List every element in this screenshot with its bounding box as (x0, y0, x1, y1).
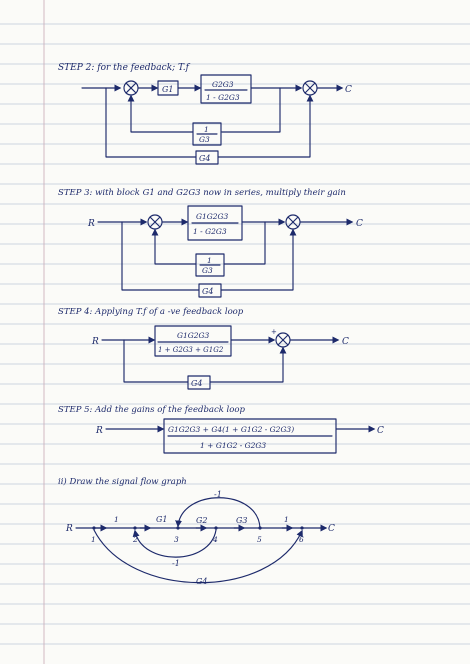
fraction-numerator: G2G3 (212, 80, 234, 89)
block-inverse-g3 (195, 253, 225, 277)
block-fraction (200, 74, 252, 104)
node-label: 4 (212, 535, 218, 544)
node-label: 3 (174, 535, 179, 544)
step5-heading: STEP 5: Add the gains of the feedback lo… (58, 405, 246, 415)
node-label: 6 (299, 535, 304, 544)
feedback-branch-top (175, 497, 261, 529)
step3-heading: STEP 3: with block G1 and G2G3 now in se… (58, 188, 346, 198)
node-label: 1 (91, 535, 96, 544)
input-label: R (87, 219, 95, 229)
node-label: 2 (132, 535, 138, 544)
fraction-numerator: G1G2G3 (196, 212, 229, 221)
block-fraction (163, 418, 337, 454)
fraction-denominator: 1 - G2G3 (193, 227, 227, 236)
feedforward-branch-g4 (93, 529, 303, 584)
feedback-denominator: G3 (199, 135, 210, 144)
branch-gain-g4: G4 (196, 577, 207, 586)
branch-gain-top: -1 (214, 490, 222, 499)
input-label: R (95, 426, 103, 436)
block-fraction (187, 205, 243, 241)
feedback-denominator: G3 (202, 266, 213, 275)
output-label: C (342, 337, 349, 347)
output-label: C (377, 426, 384, 436)
block-inverse-g3 (192, 122, 222, 146)
feedback-numerator: 1 (207, 256, 212, 265)
fraction-numerator: G1G2G3 + G4(1 + G1G2 - G2G3) (168, 425, 294, 434)
output-label: C (345, 85, 352, 95)
block-fraction (154, 325, 232, 357)
step2-section: STEP 2: for the feedback; T.f G1 G2G3 1 … (58, 63, 352, 165)
sfg-heading: ii) Draw the signal flow graph (58, 476, 187, 487)
block-g1-label: G1 (162, 85, 173, 94)
branch-gain-g3: G3 (236, 516, 247, 525)
step3-section: STEP 3: with block G1 and G2G3 now in se… (58, 188, 363, 298)
sfg-node (92, 526, 96, 530)
node-label: 5 (257, 535, 262, 544)
signal-flow-section: ii) Draw the signal flow graph R C 1 2 3… (58, 476, 335, 586)
sfg-node (176, 526, 180, 530)
ruled-lines (0, 23, 470, 645)
branch-gain-bottom: -1 (172, 559, 180, 568)
block-g4-label: G4 (202, 287, 213, 296)
output-label: C (328, 524, 335, 534)
step4-section: STEP 4: Applying T.f of a -ve feedback l… (58, 307, 349, 390)
input-label: R (65, 524, 73, 534)
sfg-node (214, 526, 218, 530)
branch-gain: 1 (114, 515, 119, 524)
branch-gain-g1: G1 (156, 515, 167, 524)
sfg-node (133, 526, 137, 530)
step5-section: STEP 5: Add the gains of the feedback lo… (58, 405, 384, 454)
fraction-denominator: 1 + G1G2 - G2G3 (200, 441, 266, 450)
step2-heading: STEP 2: for the feedback; T.f (58, 63, 191, 73)
block-g4-label: G4 (199, 154, 210, 163)
input-label: R (91, 337, 99, 347)
fraction-denominator: 1 + G2G3 + G1G2 (158, 346, 224, 354)
feedback-numerator: 1 (204, 125, 209, 134)
branch-gain: 1 (284, 515, 289, 524)
block-g4-label: G4 (191, 379, 202, 388)
fraction-denominator: 1 - G2G3 (206, 93, 240, 102)
step4-heading: STEP 4: Applying T.f of a -ve feedback l… (58, 307, 244, 317)
plus-sign: + (271, 328, 277, 336)
fraction-numerator: G1G2G3 (177, 331, 210, 340)
sfg-node (300, 526, 304, 530)
branch-gain-g2: G2 (196, 516, 207, 525)
feedback-branch-bottom (132, 529, 217, 558)
output-label: C (356, 219, 363, 229)
